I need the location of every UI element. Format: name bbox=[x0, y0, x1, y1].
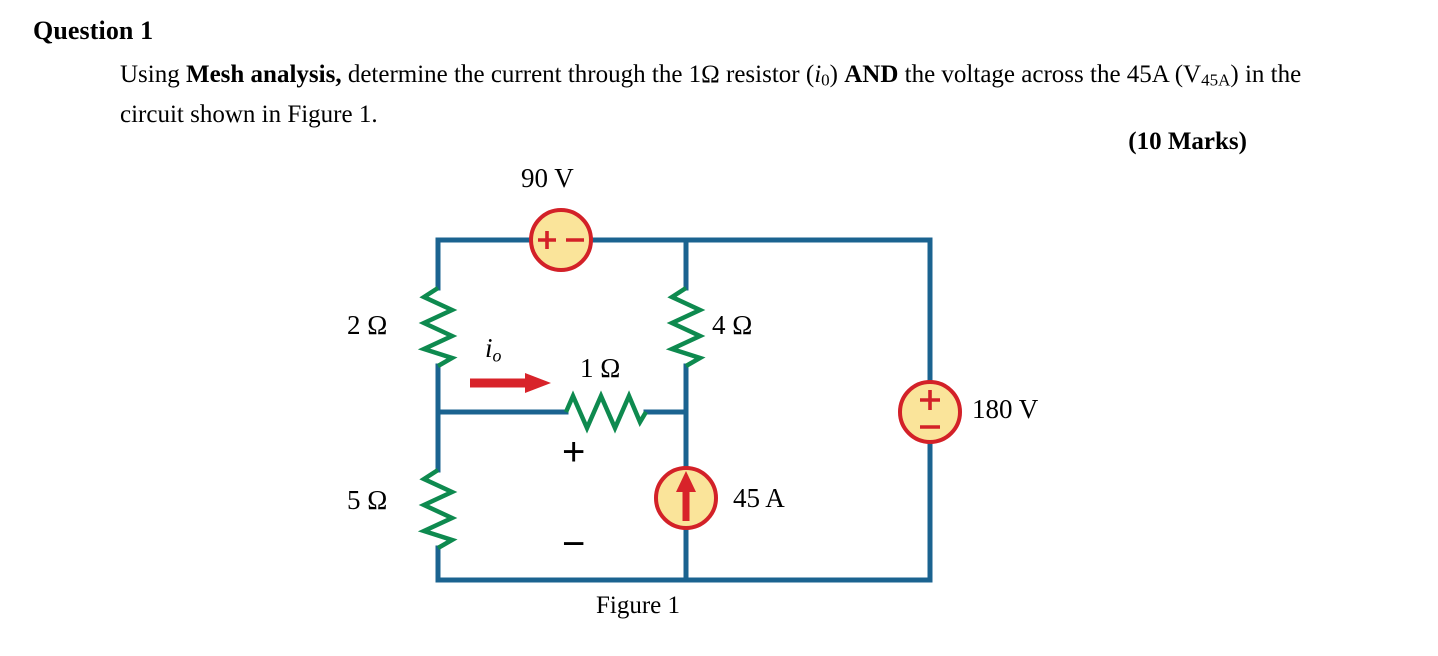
source-45a-arrow-up-icon bbox=[676, 471, 696, 521]
question-text-v45a-subscript: 45A bbox=[1201, 70, 1231, 90]
label-resistor-2ohm: 2 Ω bbox=[347, 310, 388, 340]
question-text-io-symbol: i bbox=[814, 61, 822, 88]
wire-network bbox=[435, 237, 933, 583]
voltage-source-90v bbox=[529, 208, 593, 272]
label-current-io-subscript: o bbox=[492, 345, 502, 366]
label-resistor-4ohm: 4 Ω bbox=[712, 310, 753, 340]
question-text-prefix: Using bbox=[120, 61, 186, 88]
source-180v-plus-icon bbox=[920, 390, 940, 410]
label-resistor-5ohm: 5 Ω bbox=[347, 485, 388, 515]
source-90v-circle bbox=[529, 208, 593, 272]
voltage-source-180v bbox=[898, 380, 962, 444]
source-180v-circle bbox=[898, 380, 962, 444]
v45a-plus-sign: + bbox=[562, 430, 586, 474]
resistor-5ohm-symbol bbox=[417, 468, 458, 550]
label-resistor-1ohm: 1 Ω bbox=[580, 353, 621, 383]
figure-caption: Figure 1 bbox=[596, 592, 681, 619]
resistor-1ohm-symbol bbox=[563, 390, 648, 434]
question-heading: Question 1 bbox=[33, 16, 154, 45]
question-text-bold-and: AND bbox=[844, 61, 899, 88]
current-io-arrow-icon bbox=[470, 373, 551, 393]
question-text-suffix: ) in the circuit shown in Figure 1. bbox=[120, 61, 1302, 128]
question-text-mid2: ) bbox=[829, 61, 845, 88]
question-text-mid1: determine the current through the 1Ω res… bbox=[341, 61, 815, 88]
question-text-io-subscript: 0 bbox=[821, 70, 830, 90]
label-source-180v: 180 V bbox=[972, 394, 1039, 424]
question-body: Using Mesh analysis, determine the curre… bbox=[120, 58, 1370, 132]
resistor-2ohm-symbol bbox=[417, 286, 458, 368]
label-current-io: io bbox=[485, 333, 501, 366]
question-text-mid3: the voltage across the 45A (V bbox=[898, 61, 1202, 88]
v45a-minus-sign: − bbox=[562, 522, 586, 566]
resistor-group bbox=[417, 286, 706, 550]
marks-label: (10 Marks) bbox=[1128, 128, 1247, 155]
label-source-45a: 45 A bbox=[733, 483, 785, 513]
current-source-45a bbox=[654, 466, 718, 530]
label-source-90v: 90 V bbox=[521, 163, 574, 193]
question-text-bold-mesh: Mesh analysis, bbox=[185, 61, 342, 88]
label-current-io-symbol: i bbox=[485, 333, 493, 363]
source-90v-plus-icon bbox=[538, 231, 556, 249]
resistor-4ohm-symbol bbox=[665, 286, 706, 368]
